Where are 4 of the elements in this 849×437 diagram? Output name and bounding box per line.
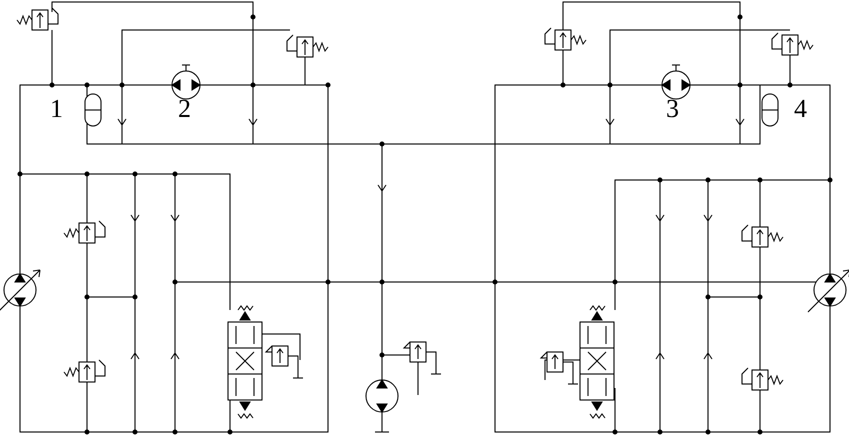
callout-number: 2 bbox=[178, 96, 191, 122]
callout-number: 3 bbox=[666, 96, 679, 122]
callout-number: 1 bbox=[50, 96, 63, 122]
callout-number: 4 bbox=[794, 96, 807, 122]
